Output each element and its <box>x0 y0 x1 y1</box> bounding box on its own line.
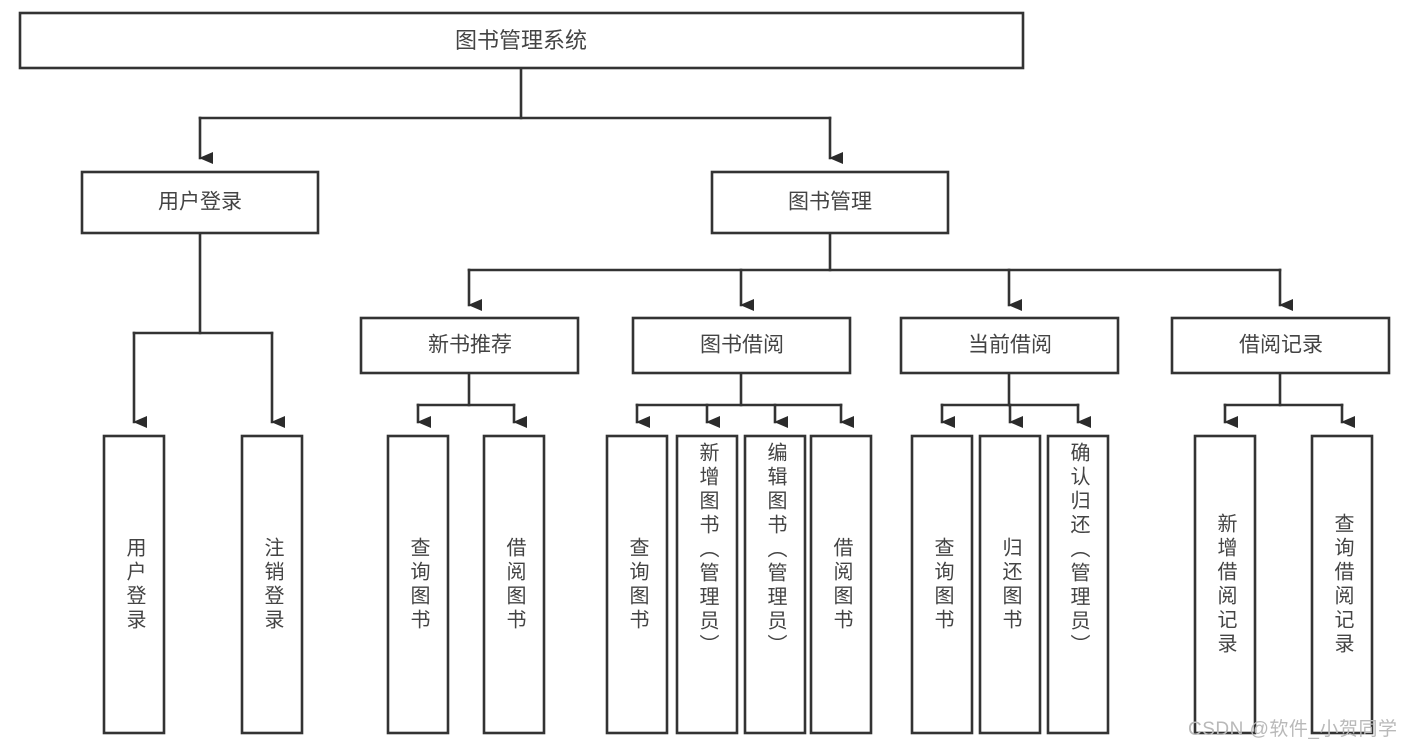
leaf-add-book[interactable]: 新增图书（管理员） <box>677 436 737 733</box>
node-book-manage-label: 图书管理 <box>788 191 872 214</box>
leaf-borrow-book-2[interactable]: 借阅图书 <box>811 436 871 733</box>
connector-group-borrow-record <box>1223 371 1355 428</box>
leaf-confirm-return[interactable]: 确认归还（管理员） <box>1048 436 1108 733</box>
node-new-book-recommend-label: 新书推荐 <box>428 334 512 357</box>
leaf-query-book-3[interactable]: 查询图书 <box>912 436 972 733</box>
node-book-borrow[interactable]: 图书借阅 <box>631 316 852 375</box>
leaf-query-book-1-label: 查询图书 <box>407 536 429 633</box>
node-book-manage-box[interactable] <box>710 170 950 235</box>
leaf-query-record-box[interactable] <box>1310 434 1374 735</box>
leaf-logout-label: 注销登录 <box>261 536 283 633</box>
leaf-borrow-book-2-box[interactable] <box>809 434 873 735</box>
connector-group-current-borrow <box>940 371 1091 428</box>
leaf-boxes <box>102 434 1374 735</box>
leaf-borrow-book-1-label: 借阅图书 <box>503 536 525 633</box>
leaf-query-book-2-label: 查询图书 <box>626 536 648 633</box>
leaf-add-record[interactable]: 新增借阅记录 <box>1195 436 1255 733</box>
node-current-borrow-box[interactable] <box>899 316 1120 375</box>
leaf-query-book-3-box[interactable] <box>910 434 974 735</box>
leaf-user-login-label: 用户登录 <box>123 536 145 633</box>
leaf-query-record[interactable]: 查询借阅记录 <box>1312 436 1372 733</box>
leaf-query-book-2-box[interactable] <box>605 434 669 735</box>
node-borrow-record-box[interactable] <box>1170 316 1391 375</box>
leaf-query-book-2[interactable]: 查询图书 <box>607 436 667 733</box>
leaf-logout-box[interactable] <box>240 434 304 735</box>
leaf-confirm-return-box[interactable] <box>1046 434 1110 735</box>
node-root-label: 图书管理系统 <box>455 28 587 53</box>
node-root[interactable]: 图书管理系统 <box>18 11 1025 70</box>
leaf-add-record-box[interactable] <box>1193 434 1257 735</box>
node-book-borrow-label: 图书借阅 <box>700 334 784 357</box>
leaf-add-book-label: 新增图书（管理员） <box>696 442 718 658</box>
node-user-login[interactable]: 用户登录 <box>80 170 320 235</box>
leaf-return-book[interactable]: 归还图书 <box>980 436 1040 733</box>
node-borrow-record[interactable]: 借阅记录 <box>1170 316 1391 375</box>
connector-group-user-login <box>132 231 285 428</box>
node-borrow-record-label: 借阅记录 <box>1239 334 1323 357</box>
node-new-book-recommend[interactable]: 新书推荐 <box>359 316 580 375</box>
leaf-add-book-box[interactable] <box>675 434 739 735</box>
leaf-user-login-box[interactable] <box>102 434 166 735</box>
leaf-query-book-1[interactable]: 查询图书 <box>388 436 448 733</box>
leaf-edit-book[interactable]: 编辑图书（管理员） <box>745 436 805 733</box>
leaf-return-book-label: 归还图书 <box>999 536 1021 633</box>
connector-group-new-book-recommend <box>416 371 527 428</box>
leaf-edit-book-label: 编辑图书（管理员） <box>764 442 786 658</box>
node-root-box[interactable] <box>18 11 1025 70</box>
leaf-query-book-3-label: 查询图书 <box>931 536 953 633</box>
leaf-logout[interactable]: 注销登录 <box>242 436 302 733</box>
node-current-borrow-label: 当前借阅 <box>968 334 1052 357</box>
leaf-borrow-book-1[interactable]: 借阅图书 <box>484 436 544 733</box>
leaf-user-login[interactable]: 用户登录 <box>104 436 164 733</box>
leaf-edit-book-box[interactable] <box>743 434 807 735</box>
leaf-borrow-book-1-box[interactable] <box>482 434 546 735</box>
node-new-book-recommend-box[interactable] <box>359 316 580 375</box>
node-book-borrow-box[interactable] <box>631 316 852 375</box>
watermark: CSDN @软件_小贺同学 <box>1188 719 1398 740</box>
leaf-query-book-1-box[interactable] <box>386 434 450 735</box>
leaf-confirm-return-label: 确认归还（管理员） <box>1067 442 1089 658</box>
node-user-login-box[interactable] <box>80 170 320 235</box>
node-book-manage[interactable]: 图书管理 <box>710 170 950 235</box>
leaf-borrow-book-2-label: 借阅图书 <box>830 536 852 633</box>
node-current-borrow[interactable]: 当前借阅 <box>899 316 1120 375</box>
node-user-login-label: 用户登录 <box>158 191 242 214</box>
leaf-return-book-box[interactable] <box>978 434 1042 735</box>
connector-group-root <box>198 66 843 164</box>
leaf-query-record-label: 查询借阅记录 <box>1331 512 1353 657</box>
connector-group-book-borrow <box>635 371 854 428</box>
connector-group-book-manage <box>467 231 1293 311</box>
leaf-add-record-label: 新增借阅记录 <box>1214 512 1236 657</box>
